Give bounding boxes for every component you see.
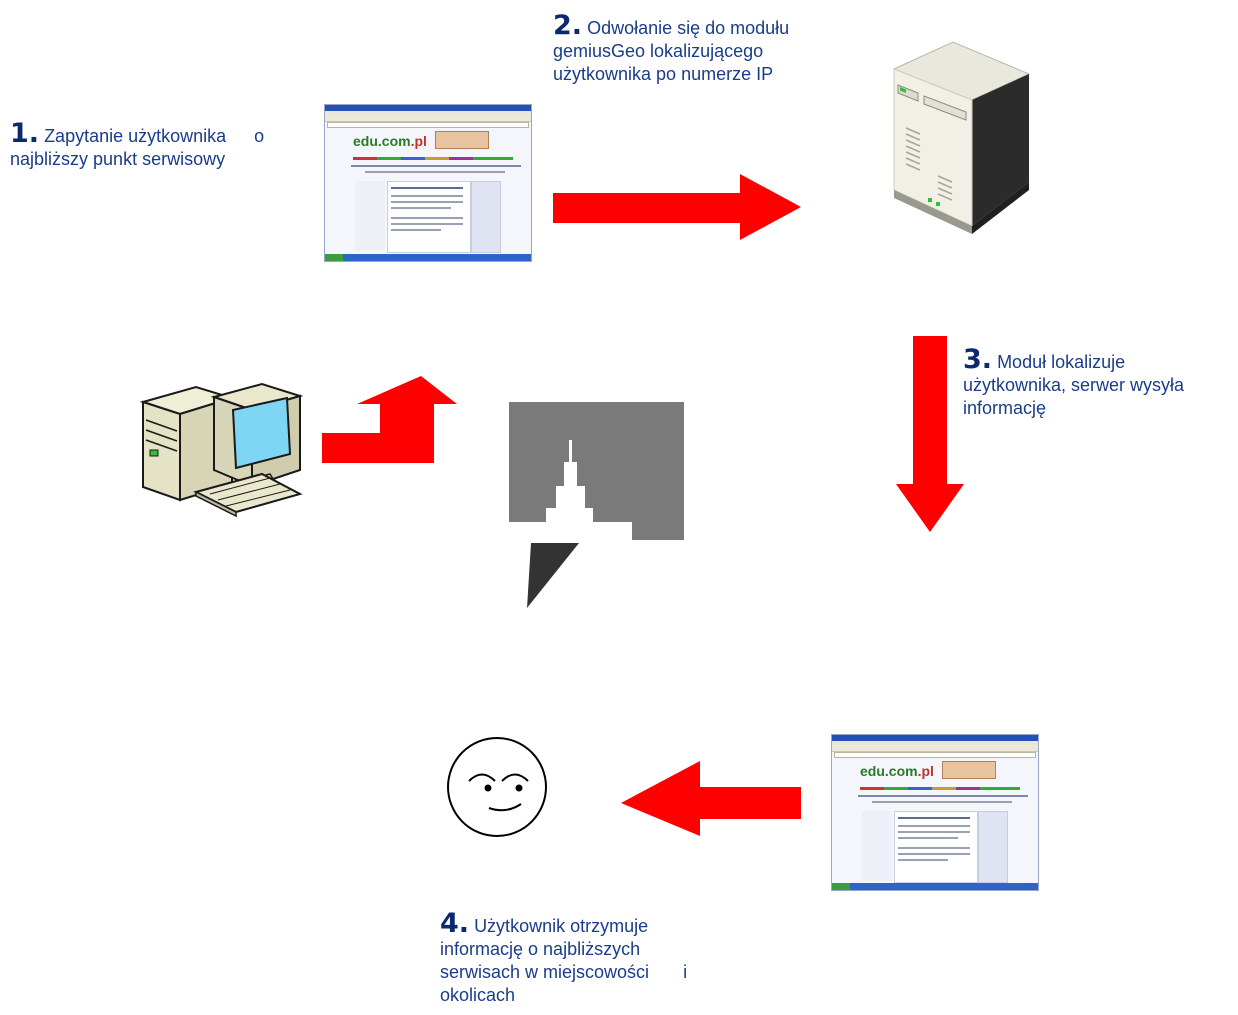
step-4-line-3b: i <box>683 962 688 982</box>
arrow-from-computer <box>322 376 457 463</box>
website-screenshot-bottom: edu.com.pl <box>831 734 1039 891</box>
step-2-line-2: gemiusGeo lokalizującego <box>553 41 764 61</box>
step-1-text: 1. Zapytanie użytkownika o najbliższy pun… <box>10 120 330 171</box>
step-2-number: 2. <box>553 10 583 41</box>
step-3-line-2: użytkownika, serwer wysyła <box>963 375 1185 395</box>
arrow-to-user <box>621 761 801 836</box>
arrow-down <box>896 336 964 532</box>
website-screenshot-top: edu.com.pl <box>324 104 532 262</box>
step-3-line-3: informację <box>963 398 1047 418</box>
speech-bubble-icon <box>509 402 684 608</box>
step-1-line-1a: Zapytanie użytkownika <box>44 126 227 146</box>
step-4-text: 4. Użytkownik otrzymuje informację o naj… <box>440 910 760 1007</box>
step-4-line-2: informację o najbliższych <box>440 939 641 959</box>
step-2-line-3: użytkownika po numerze IP <box>553 64 774 84</box>
site-logo: edu.com.pl <box>353 133 427 149</box>
site-logo: edu.com.pl <box>860 763 934 779</box>
step-4-line-1: Użytkownik otrzymuje <box>474 916 649 936</box>
step-2-text: 2. Odwołanie się do modułu gemiusGeo lok… <box>553 12 873 86</box>
step-3-line-1: Moduł lokalizuje <box>997 352 1126 372</box>
step-2-line-1: Odwołanie się do modułu <box>587 18 790 38</box>
step-1-line-2: najbliższy punkt serwisowy <box>10 149 226 169</box>
step-3-text: 3. Moduł lokalizuje użytkownika, serwer … <box>963 346 1233 420</box>
server-icon <box>892 41 1031 234</box>
step-1-line-1b: o <box>254 126 265 146</box>
arrow-to-server <box>553 174 801 240</box>
step-4-line-4: okolicach <box>440 985 516 1005</box>
step-4-number: 4. <box>440 908 470 939</box>
step-3-number: 3. <box>963 344 993 375</box>
step-4-line-3a: serwisach w miejscowości <box>440 962 650 982</box>
site-banner <box>435 131 489 149</box>
smiley-face-icon <box>447 737 547 837</box>
computer-icon <box>139 382 304 518</box>
step-1-number: 1. <box>10 118 40 149</box>
site-banner <box>942 761 996 779</box>
